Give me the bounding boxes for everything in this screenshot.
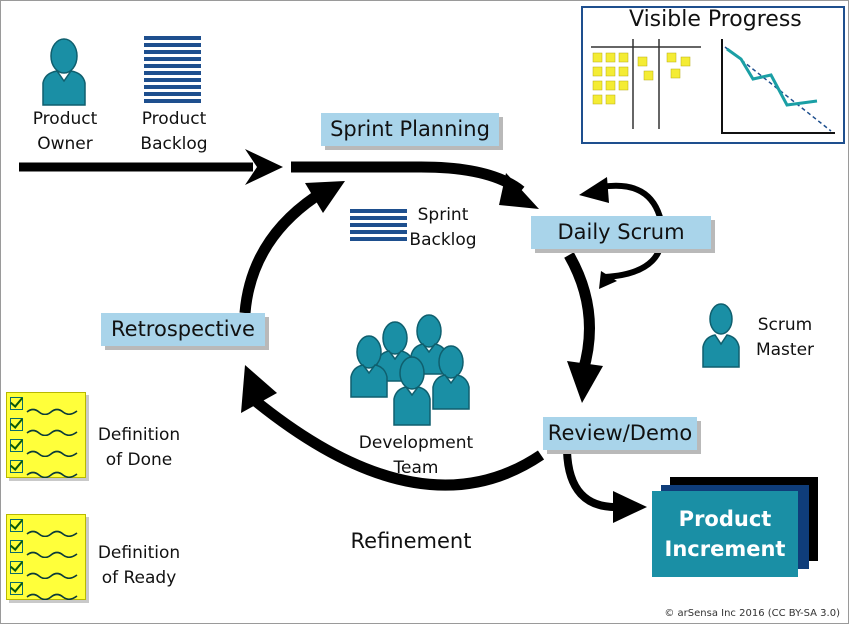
product-owner-icon — [42, 38, 86, 106]
task-board-icon — [591, 39, 701, 129]
product-increment-box: Product Increment — [652, 491, 798, 577]
scribble — [26, 400, 78, 415]
scrum-master-icon — [702, 303, 740, 368]
cycle-arrow-bottom — [241, 365, 545, 491]
retrospective-box: Retrospective — [101, 313, 265, 346]
development-team-icon — [350, 314, 470, 426]
cycle-arrow-right — [564, 252, 603, 403]
product-backlog-icon — [144, 36, 201, 103]
sprint-planning-box: Sprint Planning — [321, 113, 499, 146]
daily-scrum-box: Daily Scrum — [531, 216, 711, 249]
visible-progress-title: Visible Progress — [629, 7, 802, 32]
definition-of-ready-checklist-icon — [6, 514, 86, 600]
cycle-arrow-left — [239, 181, 345, 314]
copyright-notice: © arSensa Inc 2016 (CC BY-SA 3.0) — [664, 608, 840, 619]
refinement-label: Refinement — [350, 529, 472, 553]
burndown-chart-icon — [721, 39, 835, 134]
planning-arrow — [291, 161, 539, 209]
sprint-backlog-icon — [350, 209, 407, 241]
review-demo-box: Review/Demo — [543, 417, 697, 450]
definition-of-done-checklist-icon — [6, 392, 86, 478]
visible-progress-panel — [581, 6, 845, 144]
input-arrow — [19, 149, 283, 185]
increment-arrow — [563, 450, 647, 523]
